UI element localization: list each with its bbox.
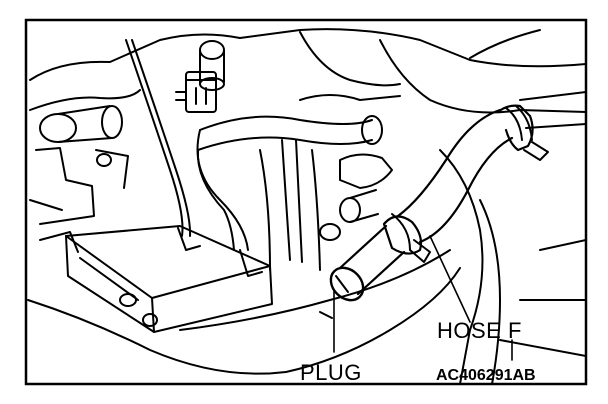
plug-label: PLUG [300, 360, 362, 385]
wire-tube [125, 39, 192, 237]
inner-hose [196, 115, 383, 251]
engine-bosses [39, 40, 225, 143]
transmission-case [179, 149, 586, 384]
figure-code-label: AC406291AB [436, 367, 536, 384]
side-pipe [319, 153, 393, 241]
hose-leader-line [429, 235, 471, 323]
figure-frame [24, 18, 588, 386]
engine-block-top [29, 28, 586, 114]
connector [175, 71, 217, 113]
hose-f-label: HOSE F [437, 318, 522, 343]
leader-lines [333, 235, 513, 361]
left-mount [27, 147, 287, 375]
oil-pan [65, 225, 273, 333]
hose-f [329, 91, 586, 302]
center-bracket [259, 94, 401, 271]
